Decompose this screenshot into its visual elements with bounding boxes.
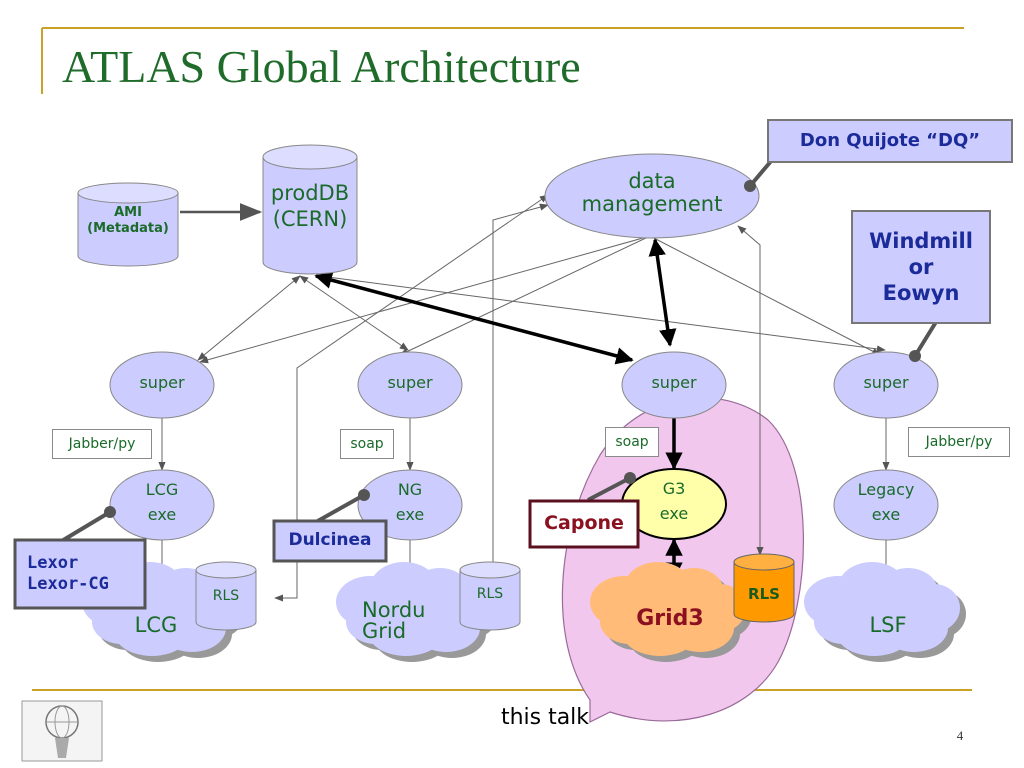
windmill-line2: or [908, 254, 934, 279]
capone-label: Capone [544, 512, 624, 535]
lexor-line1: Lexor [27, 552, 79, 573]
this-talk-label: this talk [500, 705, 590, 730]
nordugrid-label: Nordu Grid [362, 598, 426, 643]
ng-exe-line1: NG [397, 480, 423, 499]
atlas-statue-logo-icon [21, 700, 103, 762]
protocol-tag-g3: soap [605, 427, 659, 457]
proddb-super-links [197, 273, 886, 361]
lexor-label: Lexor Lexor-CG [15, 540, 145, 608]
don-quijote-label: Don Quijote “DQ” [799, 129, 981, 151]
proddb-label-line1: prodDB [270, 181, 350, 205]
primary-links [314, 238, 683, 580]
rls-lcg [195, 561, 257, 631]
protocol-tag-lcg: Jabber/py [52, 429, 152, 459]
ami-label: AMI (Metadata) [78, 205, 178, 236]
lcg-exe-label: LCG exe [112, 478, 212, 528]
slide-title: ATLAS Global Architecture [62, 41, 581, 92]
lcg-exe-line2: exe [147, 504, 177, 524]
rls-g3-label: RLS [748, 585, 780, 603]
capone-box [528, 499, 640, 549]
data-management-label: data management [560, 169, 744, 217]
grid3-label: Grid3 [636, 606, 704, 631]
protocol-tag-legacy: Jabber/py [908, 427, 1010, 457]
rls-grid3 [733, 553, 795, 623]
ng-exe-label: NG exe [360, 478, 460, 528]
proddb-label-line2: (CERN) [272, 207, 348, 232]
legacy-exe-line2: exe [871, 504, 901, 524]
lcg-exe-line1: LCG [145, 480, 179, 499]
dm-label-line1: data [628, 169, 676, 193]
proddb-label: prodDB (CERN) [263, 180, 357, 233]
protocol-tag-ng: soap [340, 429, 394, 459]
dm-label-line2: management [581, 192, 723, 217]
windmill-box [851, 210, 991, 324]
rls-lcg-label: RLS [212, 588, 240, 604]
dulcinea-box [272, 519, 388, 563]
windmill-line3: Eowyn [882, 281, 960, 306]
super-nodes [109, 351, 939, 419]
ami-database [77, 182, 179, 267]
page-number: 4 [956, 728, 964, 743]
proddb-database [262, 144, 358, 275]
rls-ng-label: RLS [476, 586, 504, 602]
super-legacy-label: super [863, 373, 909, 392]
windmill-label: Windmill or Eowyn [852, 211, 990, 323]
don-quijote-box [767, 119, 1013, 163]
callout-dots [104, 180, 921, 518]
nordugrid-line2: Grid [362, 619, 407, 643]
g3-exe-line2: exe [659, 503, 689, 523]
legacy-exe-line1: Legacy [857, 480, 915, 499]
dulcinea-label: Dulcinea [288, 530, 372, 551]
ami-label-line1: AMI [114, 205, 142, 220]
lsf-cloud [804, 562, 966, 662]
g3-exe-line1: G3 [662, 479, 686, 498]
lexor-box [13, 538, 147, 610]
header-rule [41, 27, 964, 94]
ng-exe-line2: exe [395, 504, 425, 524]
windmill-line1: Windmill [869, 228, 973, 253]
rls-nordugrid [459, 561, 521, 631]
g3-exe-label: G3 exe [624, 477, 724, 527]
exe-nodes [109, 468, 939, 541]
super-ng-label: super [387, 373, 433, 392]
lcg-grid-label: LCG [134, 613, 178, 637]
lsf-label: LSF [869, 613, 907, 637]
data-management-node [544, 153, 760, 239]
super-lcg-label: super [139, 373, 185, 392]
lexor-line2: Lexor-CG [27, 574, 109, 594]
ami-label-line2: (Metadata) [87, 220, 169, 236]
nordugrid-line1: Nordu [362, 598, 426, 622]
super-g3-label: super [651, 373, 697, 392]
legacy-exe-label: Legacy exe [836, 478, 936, 528]
